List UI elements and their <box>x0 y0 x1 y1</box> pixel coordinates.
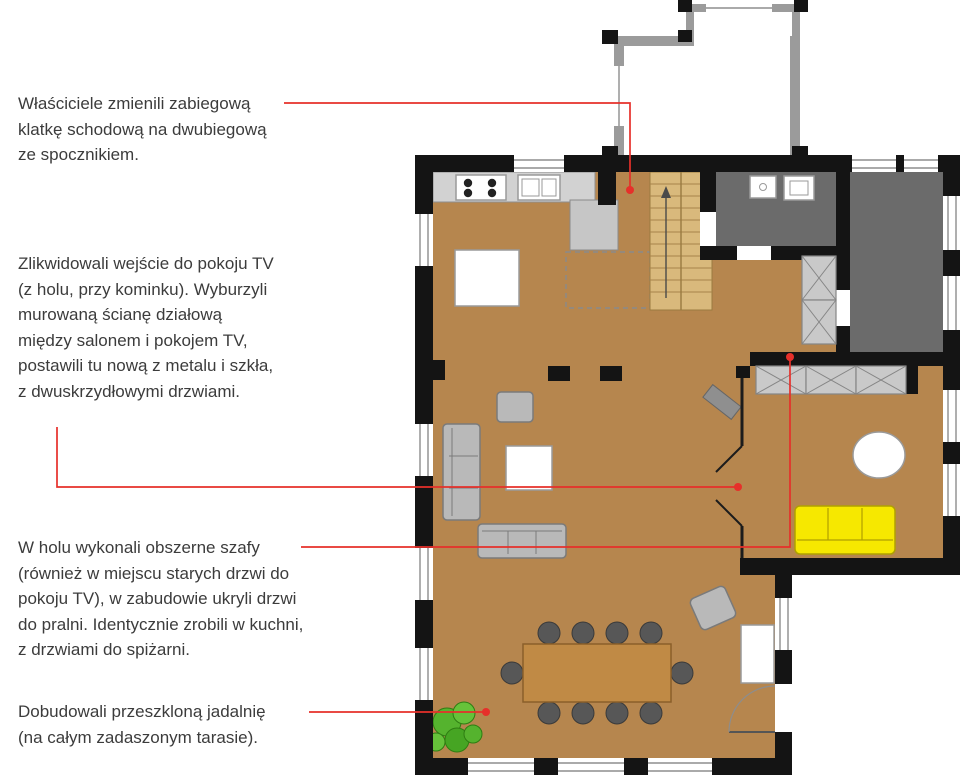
annotation-hall-wardrobes: W holu wykonali obszerne szafy (również … <box>18 535 318 663</box>
annotation-line: ze spocznikiem. <box>18 145 139 164</box>
leader-dot-wardrobes <box>786 353 794 361</box>
annotation-line: do pralni. Identycznie zrobili w kuchni, <box>18 614 304 634</box>
annotation-line: z dwuskrzydłowymi drzwiami. <box>18 381 240 401</box>
leader-staircase <box>284 102 631 188</box>
door-openings <box>700 212 850 326</box>
annotation-line: W holu wykonali obszerne szafy <box>18 538 260 557</box>
sofa-vertical <box>442 423 481 521</box>
annotation-leaders <box>56 102 794 716</box>
annotation-line: Zlikwidowali wejście do pokoju TV <box>18 254 274 273</box>
bathroom-fixtures <box>749 175 815 201</box>
sideboard <box>740 624 775 684</box>
windows <box>415 155 960 775</box>
annotation-line: postawili tu nową z metalu i szkła, <box>18 356 274 375</box>
dining-table <box>522 643 672 703</box>
glass-wall-double-door <box>715 378 744 558</box>
kitchen-island <box>454 249 520 307</box>
coffee-table <box>505 445 553 491</box>
annotation-line: (również w miejscu starych drzwi do <box>18 563 290 583</box>
plant <box>426 701 483 753</box>
annotation-line: między salonem i pokojem TV, <box>18 330 248 350</box>
annotation-staircase: Właściciele zmienili zabiegową klatkę sc… <box>18 91 318 168</box>
leader-dot-glass-wall <box>734 483 742 491</box>
annotation-dining: Dobudowali przeszkloną jadalnię (na cały… <box>18 699 318 750</box>
annotation-line: (na całym zadaszonym tarasie). <box>18 727 258 747</box>
annotation-line: klatkę schodową na dwubiegową <box>18 119 267 139</box>
annotation-tv-room-wall: Zlikwidowali wejście do pokoju TV (z hol… <box>18 251 318 404</box>
dining-table-set <box>500 621 694 725</box>
hall-wardrobes <box>755 365 907 395</box>
leader-dot-dining <box>482 708 490 716</box>
yellow-sofa <box>794 505 896 555</box>
annotation-line: z drzwiami do spiżarni. <box>18 640 190 659</box>
annotation-line: Właściciele zmienili zabiegową <box>18 94 251 113</box>
fireplace <box>548 366 570 381</box>
stair-tower <box>602 0 808 160</box>
annotation-line: pokoju TV), w zabudowie ukryli drzwi <box>18 589 297 608</box>
leader-glass-wall <box>56 427 735 488</box>
annotation-line: murowaną ścianę działową <box>18 305 223 324</box>
annotation-line: (z holu, przy kominku). Wyburzyli <box>18 279 268 299</box>
round-table <box>852 431 906 479</box>
leader-dot-staircase <box>626 186 634 194</box>
utility-room-floor <box>850 172 943 352</box>
kitchen-pantry-wardrobe <box>801 255 837 345</box>
kitchen-counter <box>432 171 596 203</box>
leader-wardrobes <box>301 360 791 548</box>
armchair-angled <box>689 585 737 631</box>
annotation-line: Dobudowali przeszkloną jadalnię <box>18 702 266 721</box>
tv-stand-angled <box>702 383 742 421</box>
armchair <box>496 391 534 423</box>
kitchen-cabinet <box>569 199 619 251</box>
terrace-door <box>728 684 792 733</box>
sofa-horizontal <box>477 523 567 559</box>
